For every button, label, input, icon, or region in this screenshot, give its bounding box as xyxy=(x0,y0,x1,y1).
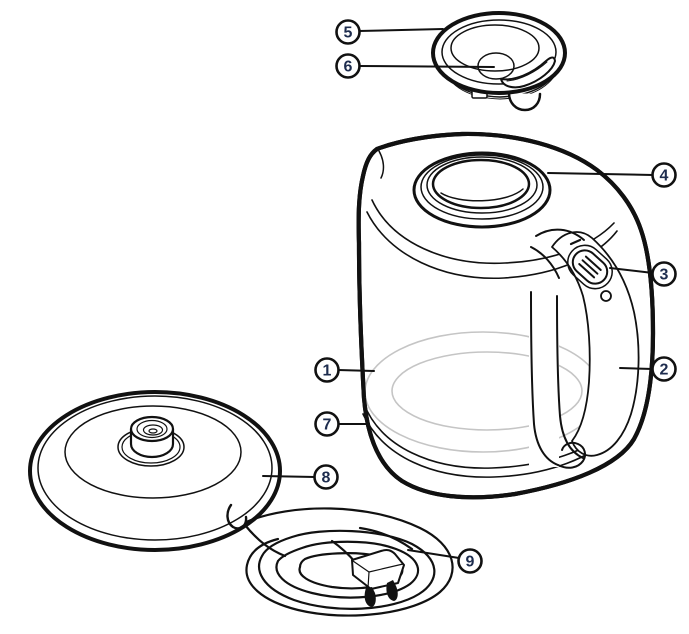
rim-ring-inner xyxy=(431,158,531,210)
callout-number: 1 xyxy=(323,363,332,380)
callout-circle xyxy=(457,548,483,574)
callout-number: 8 xyxy=(322,470,331,487)
callout-circle xyxy=(313,464,339,490)
callout-number: 3 xyxy=(660,267,669,284)
cord-strain-relief xyxy=(226,503,248,530)
callout-number: 4 xyxy=(660,168,669,185)
callout-3: 3 xyxy=(609,261,677,287)
lid-bottom-bump xyxy=(507,91,542,112)
lid-spout-cover-line xyxy=(506,61,548,82)
callouts: 1 2 3 4 5 6 7 xyxy=(262,19,677,574)
callout-circle xyxy=(651,162,677,188)
lid-brim-inner xyxy=(441,19,557,85)
switch-ridge xyxy=(578,263,596,279)
rim-ring-outer xyxy=(412,151,552,229)
handle-bar-fill xyxy=(529,291,559,467)
callout-circle xyxy=(651,356,677,382)
handle-arm-edge-1 xyxy=(535,228,585,241)
callout-7: 7 xyxy=(314,411,370,437)
indicator-light xyxy=(600,290,612,302)
callout-6: 6 xyxy=(335,53,495,79)
leader-line xyxy=(619,367,654,370)
cord-loop-1 xyxy=(244,507,454,617)
leader-line xyxy=(358,65,495,68)
base-plateau xyxy=(64,405,242,499)
connector-ring-a xyxy=(136,419,168,439)
cord-loop-3 xyxy=(275,540,420,599)
callout-4: 4 xyxy=(547,162,677,188)
leader-line xyxy=(358,28,444,32)
cord-loop-2 xyxy=(258,529,436,610)
kettle-silhouette-restroke xyxy=(356,131,656,500)
connector-ring-b xyxy=(142,424,164,436)
callout-number: 5 xyxy=(344,25,353,42)
callout-circle xyxy=(314,357,340,383)
leader-line xyxy=(407,549,460,559)
callout-number: 2 xyxy=(660,362,669,379)
leader-line xyxy=(609,267,654,274)
callout-8: 8 xyxy=(262,464,339,490)
handle-hook xyxy=(557,441,587,469)
switch-well xyxy=(567,244,613,290)
base-outer xyxy=(28,390,282,552)
callout-1: 1 xyxy=(314,357,375,383)
water-mark-inner xyxy=(391,351,583,431)
power-cord xyxy=(243,507,454,617)
lid xyxy=(431,11,567,112)
callout-5: 5 xyxy=(335,19,444,45)
rim-inner-arc xyxy=(440,188,524,202)
callout-circle xyxy=(335,19,361,45)
plug xyxy=(351,549,405,607)
callout-number: 6 xyxy=(344,59,353,76)
callout-circle xyxy=(335,53,361,79)
switch-tick-mark xyxy=(569,238,582,246)
leader-line xyxy=(337,369,375,372)
handle-arm-edge-2 xyxy=(530,246,560,279)
plug-edge-line xyxy=(367,571,370,589)
cord-strand-top xyxy=(358,526,414,551)
plug-prong xyxy=(364,587,376,607)
rim-opening xyxy=(412,151,552,229)
switch-ridge xyxy=(581,259,599,275)
callout-circle xyxy=(314,411,340,437)
handle-mass xyxy=(551,231,640,457)
callout-number: 7 xyxy=(323,417,332,434)
rim-ring-3 xyxy=(426,156,538,214)
callout-number: 9 xyxy=(466,554,475,571)
callout-2: 2 xyxy=(619,356,677,382)
leader-line xyxy=(262,475,316,478)
callout-9: 9 xyxy=(407,548,483,574)
power-switch xyxy=(567,238,613,302)
callout-circle xyxy=(651,261,677,287)
handle-bar-left xyxy=(530,291,559,466)
base-rim xyxy=(37,395,273,541)
power-base xyxy=(28,390,282,552)
base-connector xyxy=(117,415,185,467)
leader-line xyxy=(547,172,654,176)
lid-cone-ring xyxy=(450,24,540,72)
plug-prong xyxy=(386,580,398,601)
handle-bar-right xyxy=(556,295,584,459)
connector-pin xyxy=(148,428,158,434)
spout-line xyxy=(378,150,385,179)
rim-ring-2 xyxy=(420,154,544,220)
handle xyxy=(356,131,656,500)
switch-ridge xyxy=(584,255,602,271)
